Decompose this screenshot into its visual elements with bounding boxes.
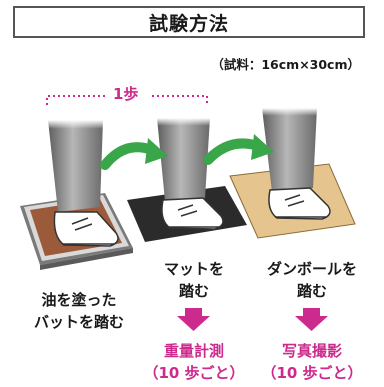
step-1-line-1: 油を塗った — [41, 291, 117, 309]
step-3-label: ダンボールを 踏む — [248, 258, 376, 302]
step-2-line-2: 踏む — [178, 282, 209, 300]
step-1-line-2: バットを踏む — [33, 313, 124, 331]
shoe-3 — [268, 187, 331, 220]
step-3-line-1: ダンボールを — [266, 260, 357, 278]
weight-measure-title: 重量計測 — [163, 342, 224, 360]
leg-2 — [157, 118, 210, 201]
leg-3 — [262, 108, 317, 192]
green-arrow-2 — [203, 134, 274, 165]
weight-measure-label: 重量計測 （10 歩ごと） — [130, 340, 258, 384]
weight-measure-interval: （10 歩ごと） — [143, 364, 245, 382]
step-1-label: 油を塗った バットを踏む — [14, 289, 144, 333]
title-box: 試験方法 — [13, 6, 365, 38]
step-bracket — [46, 95, 208, 105]
shoe-1 — [53, 211, 119, 247]
page-title: 試験方法 — [148, 12, 229, 35]
step-3-line-2: 踏む — [296, 282, 327, 300]
down-arrow-weight — [177, 308, 210, 331]
leg-1 — [48, 120, 103, 212]
photo-interval: （10 歩ごと） — [261, 364, 363, 382]
shoe-2 — [161, 197, 224, 230]
step-2-label: マットを 踏む — [139, 258, 249, 302]
photo-label: 写真撮影 （10 歩ごと） — [250, 340, 374, 384]
photo-title: 写真撮影 — [281, 342, 342, 360]
step-2-line-1: マットを — [163, 260, 224, 278]
down-arrow-photo — [295, 308, 328, 331]
green-arrow-1 — [100, 138, 168, 170]
sample-size-note: （試料：16cm×30cm） — [211, 57, 360, 72]
one-step-label: 1歩 — [113, 85, 139, 103]
